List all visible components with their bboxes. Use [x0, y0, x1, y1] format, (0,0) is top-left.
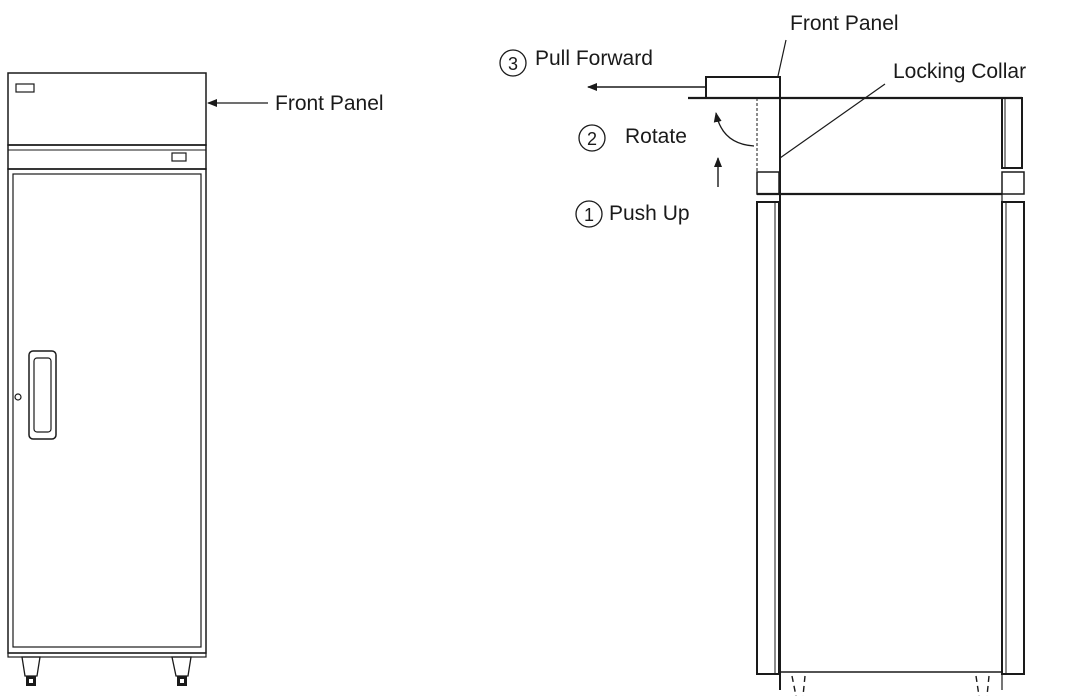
- step-2-label: Rotate: [625, 125, 687, 148]
- front-panel-label-right: Front Panel: [790, 12, 899, 35]
- locking-collar-leader-line: [779, 83, 886, 159]
- step-3-label: Pull Forward: [535, 47, 653, 70]
- right-door-frame: [1001, 201, 1025, 675]
- step-1-circle: [575, 200, 603, 228]
- left-door-frame: [756, 201, 780, 675]
- front-panel-leader-line: [777, 39, 787, 77]
- left-leg: [21, 656, 41, 686]
- locking-collar-label: Locking Collar: [893, 60, 1026, 83]
- locking-collar-block-right: [1001, 171, 1025, 195]
- right-leg: [171, 656, 192, 686]
- front-panel: [7, 72, 207, 146]
- control-strip: [7, 144, 207, 170]
- refrigerator-side-detail: Front Panel Locking Collar 3 Pull Forwar…: [499, 12, 1026, 696]
- cabinet-body: [7, 168, 207, 654]
- step-3: 3 Pull Forward: [499, 47, 706, 91]
- door-lock: [14, 393, 22, 401]
- step-3-number: 3: [508, 54, 518, 74]
- panel-badge: [15, 83, 35, 93]
- door: [12, 173, 202, 648]
- display-window: [171, 152, 187, 162]
- front-panel-piece: [705, 76, 781, 98]
- locking-collar-block-left: [756, 171, 780, 195]
- step-1: 1 Push Up: [575, 157, 722, 228]
- step-3-circle: [499, 49, 527, 77]
- hidden-legs: [791, 675, 990, 696]
- refrigerator-front-view: Front Panel: [7, 72, 384, 686]
- step-2: 2 Rotate: [578, 112, 755, 152]
- front-panel-label-left: Front Panel: [275, 92, 384, 115]
- rotate-arrow: [713, 112, 755, 147]
- step-1-label: Push Up: [609, 202, 690, 225]
- step-1-number: 1: [584, 205, 594, 225]
- door-handle: [28, 350, 57, 440]
- step-2-circle: [578, 124, 606, 152]
- step-2-number: 2: [587, 129, 597, 149]
